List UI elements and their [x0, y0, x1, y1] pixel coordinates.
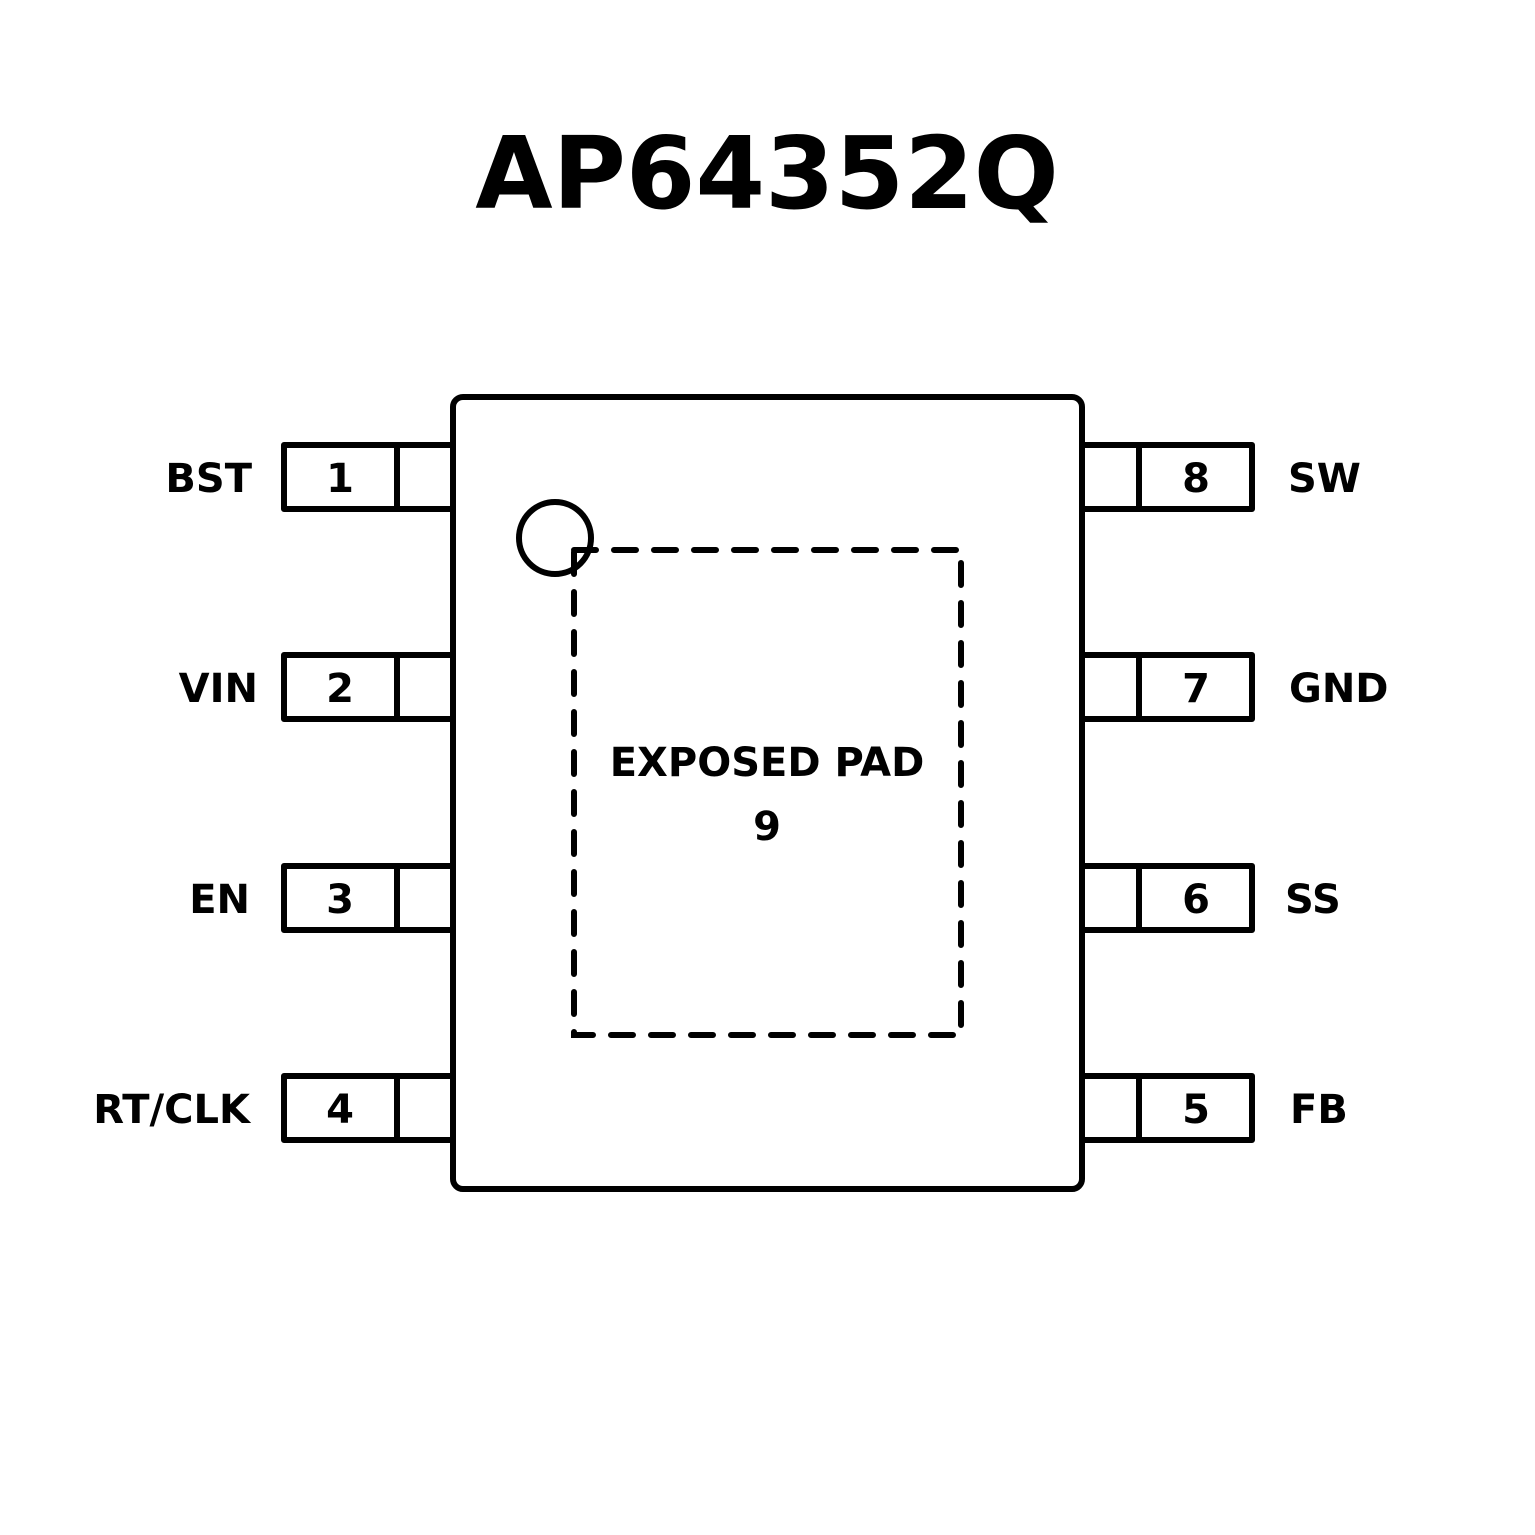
pin1-marker-icon: [516, 499, 594, 577]
pin-name: BST: [165, 456, 252, 502]
pin-2: 2 VIN: [179, 652, 453, 722]
pin-number: 4: [326, 1087, 354, 1133]
pin-number: 3: [326, 877, 354, 923]
pin-number: 7: [1182, 666, 1210, 712]
pin-name: SS: [1285, 877, 1341, 923]
pin-4: 4 RT/CLK: [93, 1073, 453, 1143]
exposed-pad-number: 9: [753, 804, 781, 850]
pin-1: 1 BST: [165, 442, 453, 512]
chip-title: AP64352Q: [475, 115, 1059, 232]
pin-number: 1: [326, 456, 354, 502]
exposed-pad: [571, 547, 964, 1038]
pin-number: 5: [1182, 1087, 1210, 1133]
pin-name: EN: [189, 877, 250, 923]
pin-name: VIN: [179, 666, 258, 712]
exposed-pad-label: EXPOSED PAD: [610, 740, 925, 786]
pin-number: 6: [1182, 877, 1210, 923]
pin-name: GND: [1289, 666, 1389, 712]
pin-name: FB: [1290, 1087, 1348, 1133]
pin-number: 8: [1182, 456, 1210, 502]
pin-8: 8 SW: [1082, 442, 1361, 512]
pin-number: 2: [326, 666, 354, 712]
pin-name: RT/CLK: [93, 1087, 252, 1133]
pin-7: 7 GND: [1082, 652, 1389, 722]
pin-5: 5 FB: [1082, 1073, 1348, 1143]
right-pins: 8 SW 7 GND 6 SS 5 FB: [1082, 442, 1389, 1143]
pin-name: SW: [1288, 456, 1361, 502]
pin-3: 3 EN: [189, 863, 453, 933]
left-pins: 1 BST 2 VIN 3 EN 4 RT/CLK: [93, 442, 453, 1143]
pin-6: 6 SS: [1082, 863, 1341, 933]
